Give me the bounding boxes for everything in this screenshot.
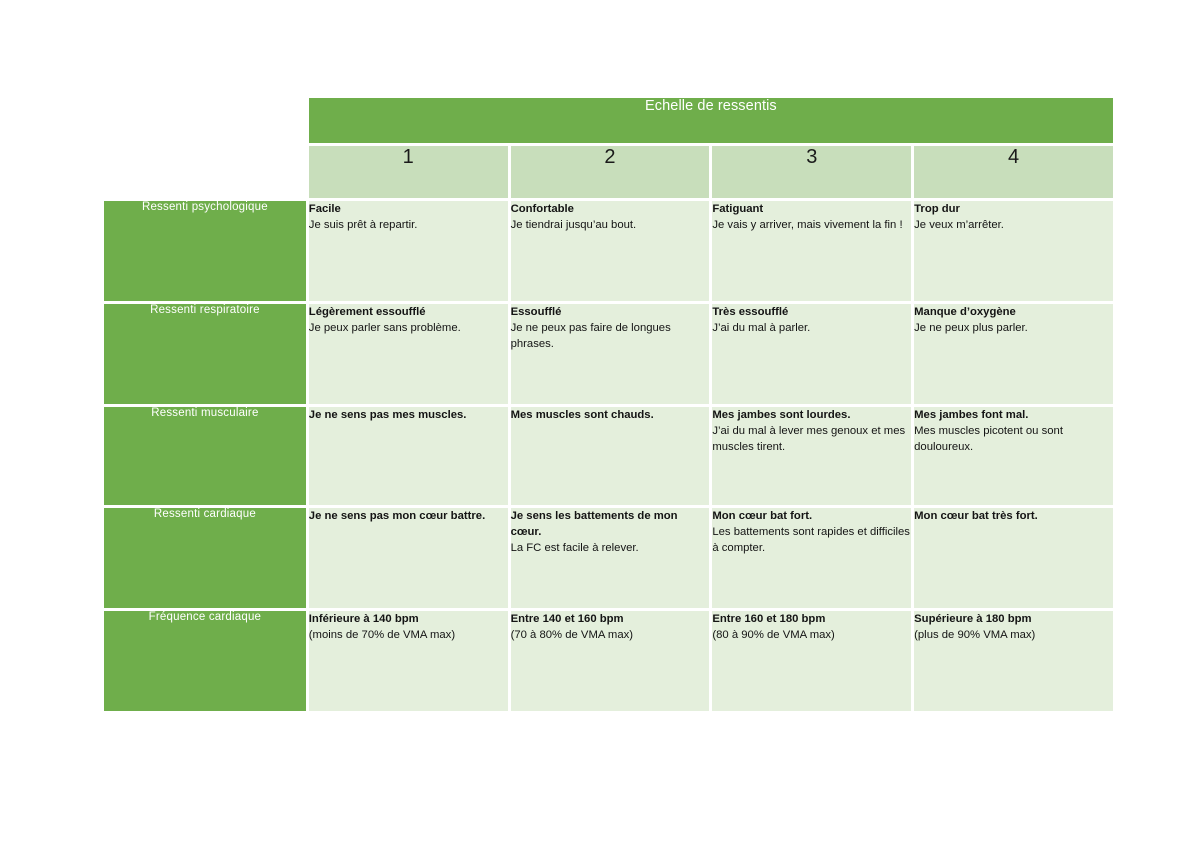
cell-lead: Manque d’oxygène [914, 306, 1016, 318]
cell-detail: Je vais y arriver, mais vivement la fin … [712, 219, 903, 232]
cell-detail: Je tiendrai jusqu’au bout. [510, 219, 637, 232]
table-title-row: Echelle de ressentis [104, 98, 1113, 143]
cell-detail: La FC est facile à relever. [510, 542, 639, 555]
level-header-1: 1 [308, 146, 508, 198]
cell-frequence-4: Supérieure à 180 bpm (plus de 90% VMA ma… [914, 611, 1113, 711]
cell-detail: J’ai du mal à parler. [712, 322, 811, 335]
cell-detail: (moins de 70% de VMA max) [308, 629, 456, 642]
level-header-4: 4 [914, 146, 1113, 198]
cell-lead: Trop dur [914, 203, 960, 215]
cell-musculaire-2: Mes muscles sont chauds. [510, 407, 710, 505]
cell-lead: Fatiguant [712, 203, 764, 215]
cell-psychologique-2: Confortable Je tiendrai jusqu’au bout. [510, 201, 710, 301]
cell-cardiaque-4: Mon cœur bat très fort. [914, 508, 1113, 608]
cell-musculaire-1: Je ne sens pas mes muscles. [308, 407, 508, 505]
table-level-header-row: 1 2 3 4 [104, 146, 1113, 198]
cell-lead: Inférieure à 140 bpm [308, 613, 419, 625]
cell-detail: Je ne peux plus parler. [914, 322, 1028, 335]
cell-lead: Essoufflé [510, 306, 562, 318]
cell-psychologique-3: Fatiguant Je vais y arriver, mais viveme… [712, 201, 912, 301]
cell-frequence-3: Entre 160 et 180 bpm (80 à 90% de VMA ma… [712, 611, 912, 711]
cell-psychologique-1: Facile Je suis prêt à repartir. [308, 201, 508, 301]
level-header-3: 3 [712, 146, 912, 198]
cell-lead: Confortable [510, 203, 574, 215]
cell-respiratoire-1: Légèrement essoufflé Je peux parler sans… [308, 304, 508, 404]
cell-detail: Mes muscles picotent ou sont douloureux. [914, 425, 1063, 454]
cell-musculaire-3: Mes jambes sont lourdes. J’ai du mal à l… [712, 407, 912, 505]
table-row: Ressenti respiratoire Légèrement essouff… [104, 304, 1113, 404]
cell-lead: Mes jambes font mal. [914, 409, 1029, 421]
cell-lead: Je sens les battements de mon cœur. [510, 510, 678, 539]
table-row: Ressenti cardiaque Je ne sens pas mon cœ… [104, 508, 1113, 608]
cell-psychologique-4: Trop dur Je veux m’arrêter. [914, 201, 1113, 301]
cell-lead: Mon cœur bat très fort. [914, 510, 1038, 522]
cell-detail: Je suis prêt à repartir. [308, 219, 418, 232]
cell-detail: (70 à 80% de VMA max) [510, 629, 634, 642]
cell-musculaire-4: Mes jambes font mal. Mes muscles picoten… [914, 407, 1113, 505]
corner-spacer [104, 98, 306, 143]
cell-detail: Les battements sont rapides et difficile… [712, 526, 910, 555]
cell-detail: Je peux parler sans problème. [308, 322, 461, 335]
row-label-frequence-cardiaque: Fréquence cardiaque [104, 611, 306, 711]
cell-respiratoire-2: Essoufflé Je ne peux pas faire de longue… [510, 304, 710, 404]
cell-detail: Je ne peux pas faire de longues phrases. [510, 322, 671, 351]
cell-respiratoire-4: Manque d’oxygène Je ne peux plus parler. [914, 304, 1113, 404]
cell-lead: Mes muscles sont chauds. [510, 409, 654, 421]
cell-lead: Mes jambes sont lourdes. [712, 409, 851, 421]
level-header-2: 2 [510, 146, 710, 198]
table-row: Ressenti musculaire Je ne sens pas mes m… [104, 407, 1113, 505]
cell-lead: Facile [308, 203, 341, 215]
cell-lead: Entre 140 et 160 bpm [510, 613, 624, 625]
cell-detail: (plus de 90% VMA max) [914, 629, 1036, 642]
cell-cardiaque-1: Je ne sens pas mon cœur battre. [308, 508, 508, 608]
table-row: Fréquence cardiaque Inférieure à 140 bpm… [104, 611, 1113, 711]
corner-spacer-2 [104, 146, 306, 198]
table-row: Ressenti psychologique Facile Je suis pr… [104, 201, 1113, 301]
cell-lead: Je ne sens pas mes muscles. [308, 409, 467, 421]
cell-lead: Très essoufflé [712, 306, 789, 318]
cell-cardiaque-2: Je sens les battements de mon cœur. La F… [510, 508, 710, 608]
cell-detail: J’ai du mal à lever mes genoux et mes mu… [712, 425, 906, 454]
cell-frequence-1: Inférieure à 140 bpm (moins de 70% de VM… [308, 611, 508, 711]
cell-detail: Je veux m’arrêter. [914, 219, 1004, 232]
cell-respiratoire-3: Très essoufflé J’ai du mal à parler. [712, 304, 912, 404]
row-label-ressenti-musculaire: Ressenti musculaire [104, 407, 306, 505]
cell-lead: Supérieure à 180 bpm [914, 613, 1032, 625]
cell-cardiaque-3: Mon cœur bat fort. Les battements sont r… [712, 508, 912, 608]
cell-lead: Mon cœur bat fort. [712, 510, 813, 522]
effort-scale-table: Echelle de ressentis 1 2 3 4 Ressenti ps… [101, 95, 1116, 714]
cell-frequence-2: Entre 140 et 160 bpm (70 à 80% de VMA ma… [510, 611, 710, 711]
table-title: Echelle de ressentis [308, 98, 1113, 143]
cell-lead: Entre 160 et 180 bpm [712, 613, 826, 625]
row-label-ressenti-psychologique: Ressenti psychologique [104, 201, 306, 301]
row-label-ressenti-respiratoire: Ressenti respiratoire [104, 304, 306, 404]
row-label-ressenti-cardiaque: Ressenti cardiaque [104, 508, 306, 608]
cell-lead: Je ne sens pas mon cœur battre. [308, 510, 486, 522]
cell-detail: (80 à 90% de VMA max) [712, 629, 835, 642]
cell-lead: Légèrement essoufflé [308, 306, 426, 318]
